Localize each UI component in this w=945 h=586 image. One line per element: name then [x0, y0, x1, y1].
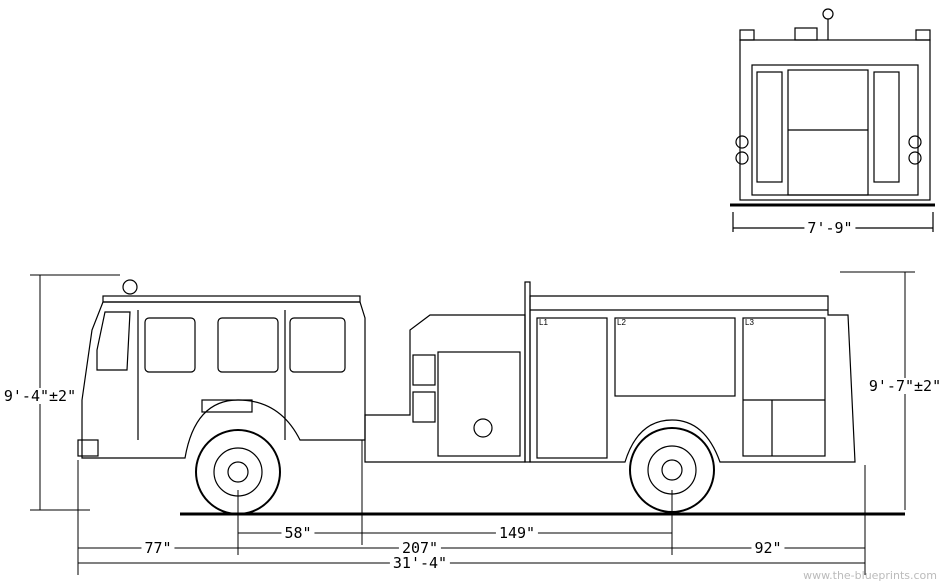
wheelbase-label: 207": [398, 540, 442, 556]
compartment-label: L1: [539, 318, 548, 327]
rear-width-label: 7'-9": [804, 220, 856, 236]
watermark: www.the-blueprints.com: [803, 569, 937, 582]
body-height-label: 9'-7"±2": [865, 378, 945, 394]
front-overhang-label: 77": [141, 540, 175, 556]
rear-overhang-label: 92": [751, 540, 785, 556]
compartment-label: L3: [745, 318, 754, 327]
rear-view: [730, 8, 935, 232]
pump-to-rear-axle-label: 149": [495, 525, 539, 541]
compartment-label: L2: [617, 318, 626, 327]
front-axle-to-pump-label: 58": [281, 525, 315, 541]
cab-height-label: 9'-4"±2": [0, 388, 80, 404]
side-view: L1 L2 L3: [77, 279, 905, 516]
overall-length-label: 31'-4": [389, 555, 451, 571]
